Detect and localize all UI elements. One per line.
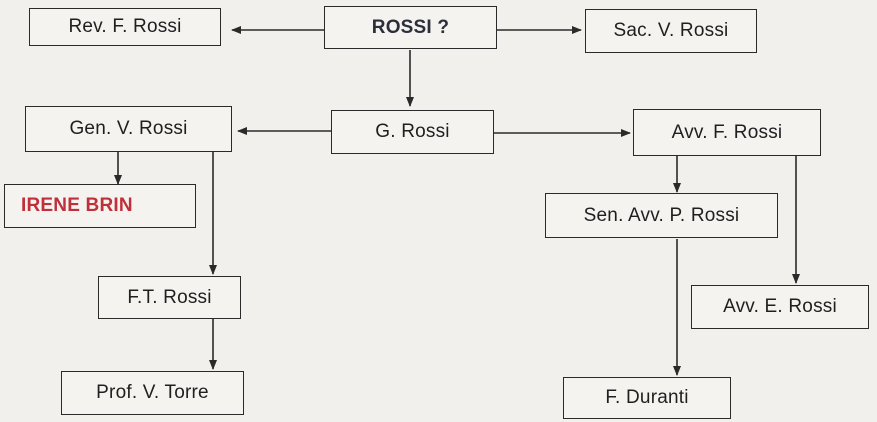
node-avv-e-rossi: Avv. E. Rossi [691,285,869,329]
node-rev-f-rossi: Rev. F. Rossi [29,8,221,46]
node-root-rossi: ROSSI ? [324,6,497,49]
node-g-rossi: G. Rossi [331,110,494,154]
node-ft-rossi: F.T. Rossi [98,276,241,319]
node-avv-f-rossi: Avv. F. Rossi [633,109,821,156]
node-irene-brin: IRENE BRIN [4,184,196,228]
node-sac-v-rossi: Sac. V. Rossi [585,9,757,53]
node-sen-avv-p-rossi: Sen. Avv. P. Rossi [545,193,778,238]
node-f-duranti: F. Duranti [563,377,731,419]
node-gen-v-rossi: Gen. V. Rossi [25,106,232,152]
node-prof-v-torre: Prof. V. Torre [61,371,244,415]
